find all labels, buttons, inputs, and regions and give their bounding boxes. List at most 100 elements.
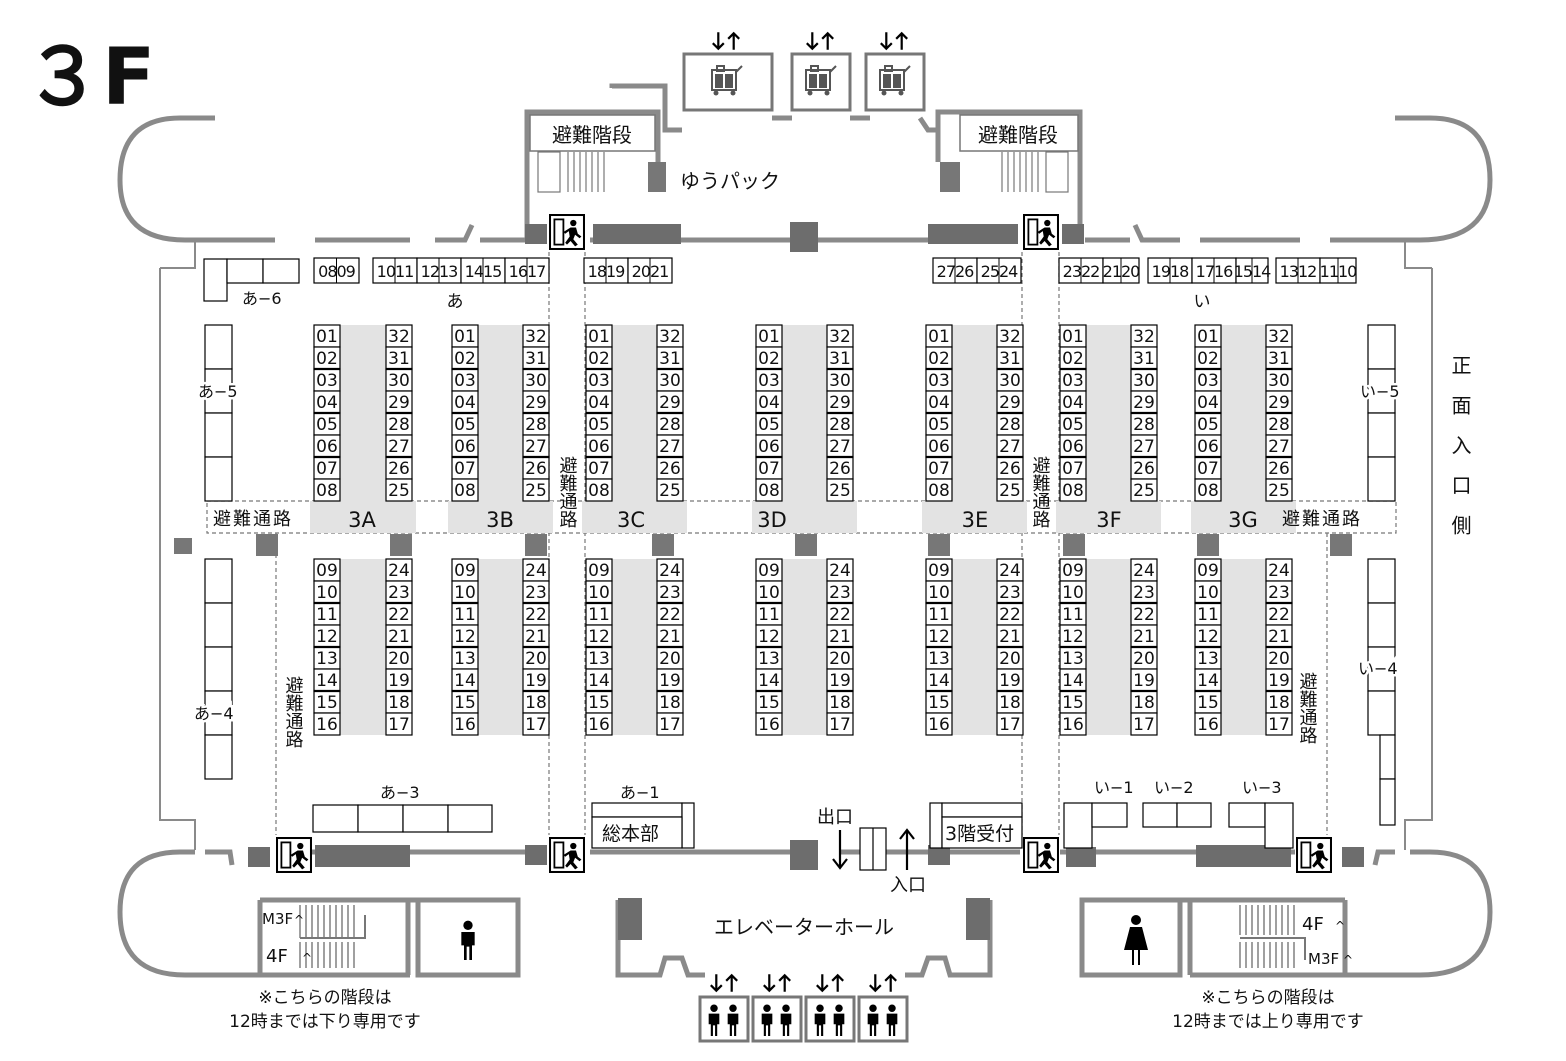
booth[interactable]: 31 [996, 346, 1024, 370]
elevator-car[interactable] [857, 995, 909, 1043]
booth[interactable]: 11 [585, 602, 613, 626]
booth[interactable]: 17 [826, 712, 854, 736]
booth[interactable]: 10 [585, 580, 613, 604]
elevator[interactable] [751, 972, 803, 1043]
booth[interactable]: 27 [996, 434, 1024, 458]
booth-cell[interactable] [1130, 712, 1158, 736]
booth[interactable]: 09 [451, 558, 479, 582]
booth[interactable]: 21 [656, 624, 684, 648]
booth[interactable]: 19 [522, 668, 550, 692]
booth[interactable]: 29 [1265, 390, 1293, 414]
booth[interactable]: 28 [522, 412, 550, 436]
top-wall-booth[interactable]: 2120 [1102, 257, 1141, 284]
booth[interactable]: 14 [925, 668, 953, 692]
booth[interactable]: 31 [1130, 346, 1158, 370]
booth[interactable]: 05 [1194, 412, 1222, 436]
booth[interactable]: 02 [925, 346, 953, 370]
booth-cell[interactable] [585, 712, 613, 736]
booth[interactable]: 03 [313, 368, 341, 392]
booth[interactable]: 30 [385, 368, 413, 392]
top-wall-booth[interactable]: 1819 [583, 257, 629, 284]
booth-cell[interactable] [1265, 712, 1293, 736]
booth[interactable]: 21 [826, 624, 854, 648]
booth[interactable]: 10 [451, 580, 479, 604]
booth[interactable]: 01 [925, 324, 953, 348]
group-label-a6[interactable]: あ−6 [242, 289, 282, 308]
booth[interactable]: 20 [996, 646, 1024, 670]
booth[interactable]: 04 [313, 390, 341, 414]
booth[interactable]: 23 [1265, 580, 1293, 604]
booth[interactable]: 13 [1059, 646, 1087, 670]
booth[interactable]: 20 [522, 646, 550, 670]
block-label-3f[interactable]: 3F [1096, 508, 1121, 532]
booth[interactable]: 13 [585, 646, 613, 670]
group-label-a5[interactable]: あ−5 [196, 380, 241, 404]
booth[interactable]: 30 [522, 368, 550, 392]
booth[interactable]: 11 [451, 602, 479, 626]
booth[interactable]: 23 [385, 580, 413, 604]
top-wall-booth[interactable]: 1514 [1234, 257, 1272, 284]
booth-cell[interactable] [385, 712, 413, 736]
hq-label[interactable]: 総本部 [602, 823, 659, 845]
booth-cell[interactable] [451, 712, 479, 736]
booth[interactable]: 01 [451, 324, 479, 348]
booth[interactable]: 15 [585, 690, 613, 714]
booth[interactable]: 13 [1194, 646, 1222, 670]
booth[interactable]: 24 [522, 558, 550, 582]
booth[interactable]: 31 [826, 346, 854, 370]
booth[interactable]: 04 [925, 390, 953, 414]
booth[interactable]: 07 [313, 456, 341, 480]
booth[interactable]: 30 [826, 368, 854, 392]
booth[interactable]: 23 [1130, 580, 1158, 604]
booth[interactable]: 03 [1059, 368, 1087, 392]
booth[interactable]: 06 [925, 434, 953, 458]
booth[interactable]: 09 [313, 558, 341, 582]
booth[interactable]: 16 [1194, 712, 1222, 736]
elevator-car[interactable] [804, 995, 856, 1043]
booth[interactable]: 26 [1130, 456, 1158, 480]
booth[interactable]: 22 [1130, 602, 1158, 626]
booth[interactable]: 02 [1059, 346, 1087, 370]
booth[interactable]: 22 [522, 602, 550, 626]
booth[interactable]: 29 [656, 390, 684, 414]
booth[interactable]: 10 [1059, 580, 1087, 604]
booth[interactable]: 18 [1265, 690, 1293, 714]
booth[interactable]: 26 [656, 456, 684, 480]
booth[interactable]: 28 [826, 412, 854, 436]
booth[interactable]: 01 [1194, 324, 1222, 348]
booth[interactable]: 16 [451, 712, 479, 736]
booth-cell[interactable] [925, 712, 953, 736]
booth[interactable]: 25 [1265, 478, 1293, 502]
booth[interactable]: 25 [826, 478, 854, 502]
booth[interactable]: 11 [755, 602, 783, 626]
booth[interactable]: 26 [996, 456, 1024, 480]
booth[interactable]: 08 [585, 478, 613, 502]
booth[interactable]: 08 [451, 478, 479, 502]
booth[interactable]: 08 [1059, 478, 1087, 502]
booth[interactable]: 21 [1265, 624, 1293, 648]
booth[interactable]: 01 [1059, 324, 1087, 348]
booth[interactable]: 19 [996, 668, 1024, 692]
booth[interactable]: 29 [996, 390, 1024, 414]
booth[interactable]: 10 [1194, 580, 1222, 604]
top-wall-booth[interactable]: 1110 [1319, 257, 1358, 284]
booth[interactable]: 25 [996, 478, 1024, 502]
booth[interactable]: 17 [1130, 712, 1158, 736]
group-label-i5[interactable]: い−5 [1358, 380, 1403, 404]
booth[interactable]: 03 [925, 368, 953, 392]
booth[interactable]: 09 [755, 558, 783, 582]
booth[interactable]: 24 [385, 558, 413, 582]
booth[interactable]: 10 [755, 580, 783, 604]
group-label-a3[interactable]: あ−3 [380, 783, 420, 802]
booth[interactable]: 02 [451, 346, 479, 370]
elevator-car[interactable] [751, 995, 803, 1043]
group-label-a4[interactable]: あ−4 [192, 702, 237, 726]
booth[interactable]: 20 [385, 646, 413, 670]
booth[interactable]: 14 [1194, 668, 1222, 692]
booth[interactable]: 09 [585, 558, 613, 582]
booth[interactable]: 23 [826, 580, 854, 604]
booth-cell[interactable] [1194, 478, 1222, 502]
booth[interactable]: 12 [1059, 624, 1087, 648]
booth[interactable]: 17 [522, 712, 550, 736]
booth-cell[interactable] [1194, 712, 1222, 736]
